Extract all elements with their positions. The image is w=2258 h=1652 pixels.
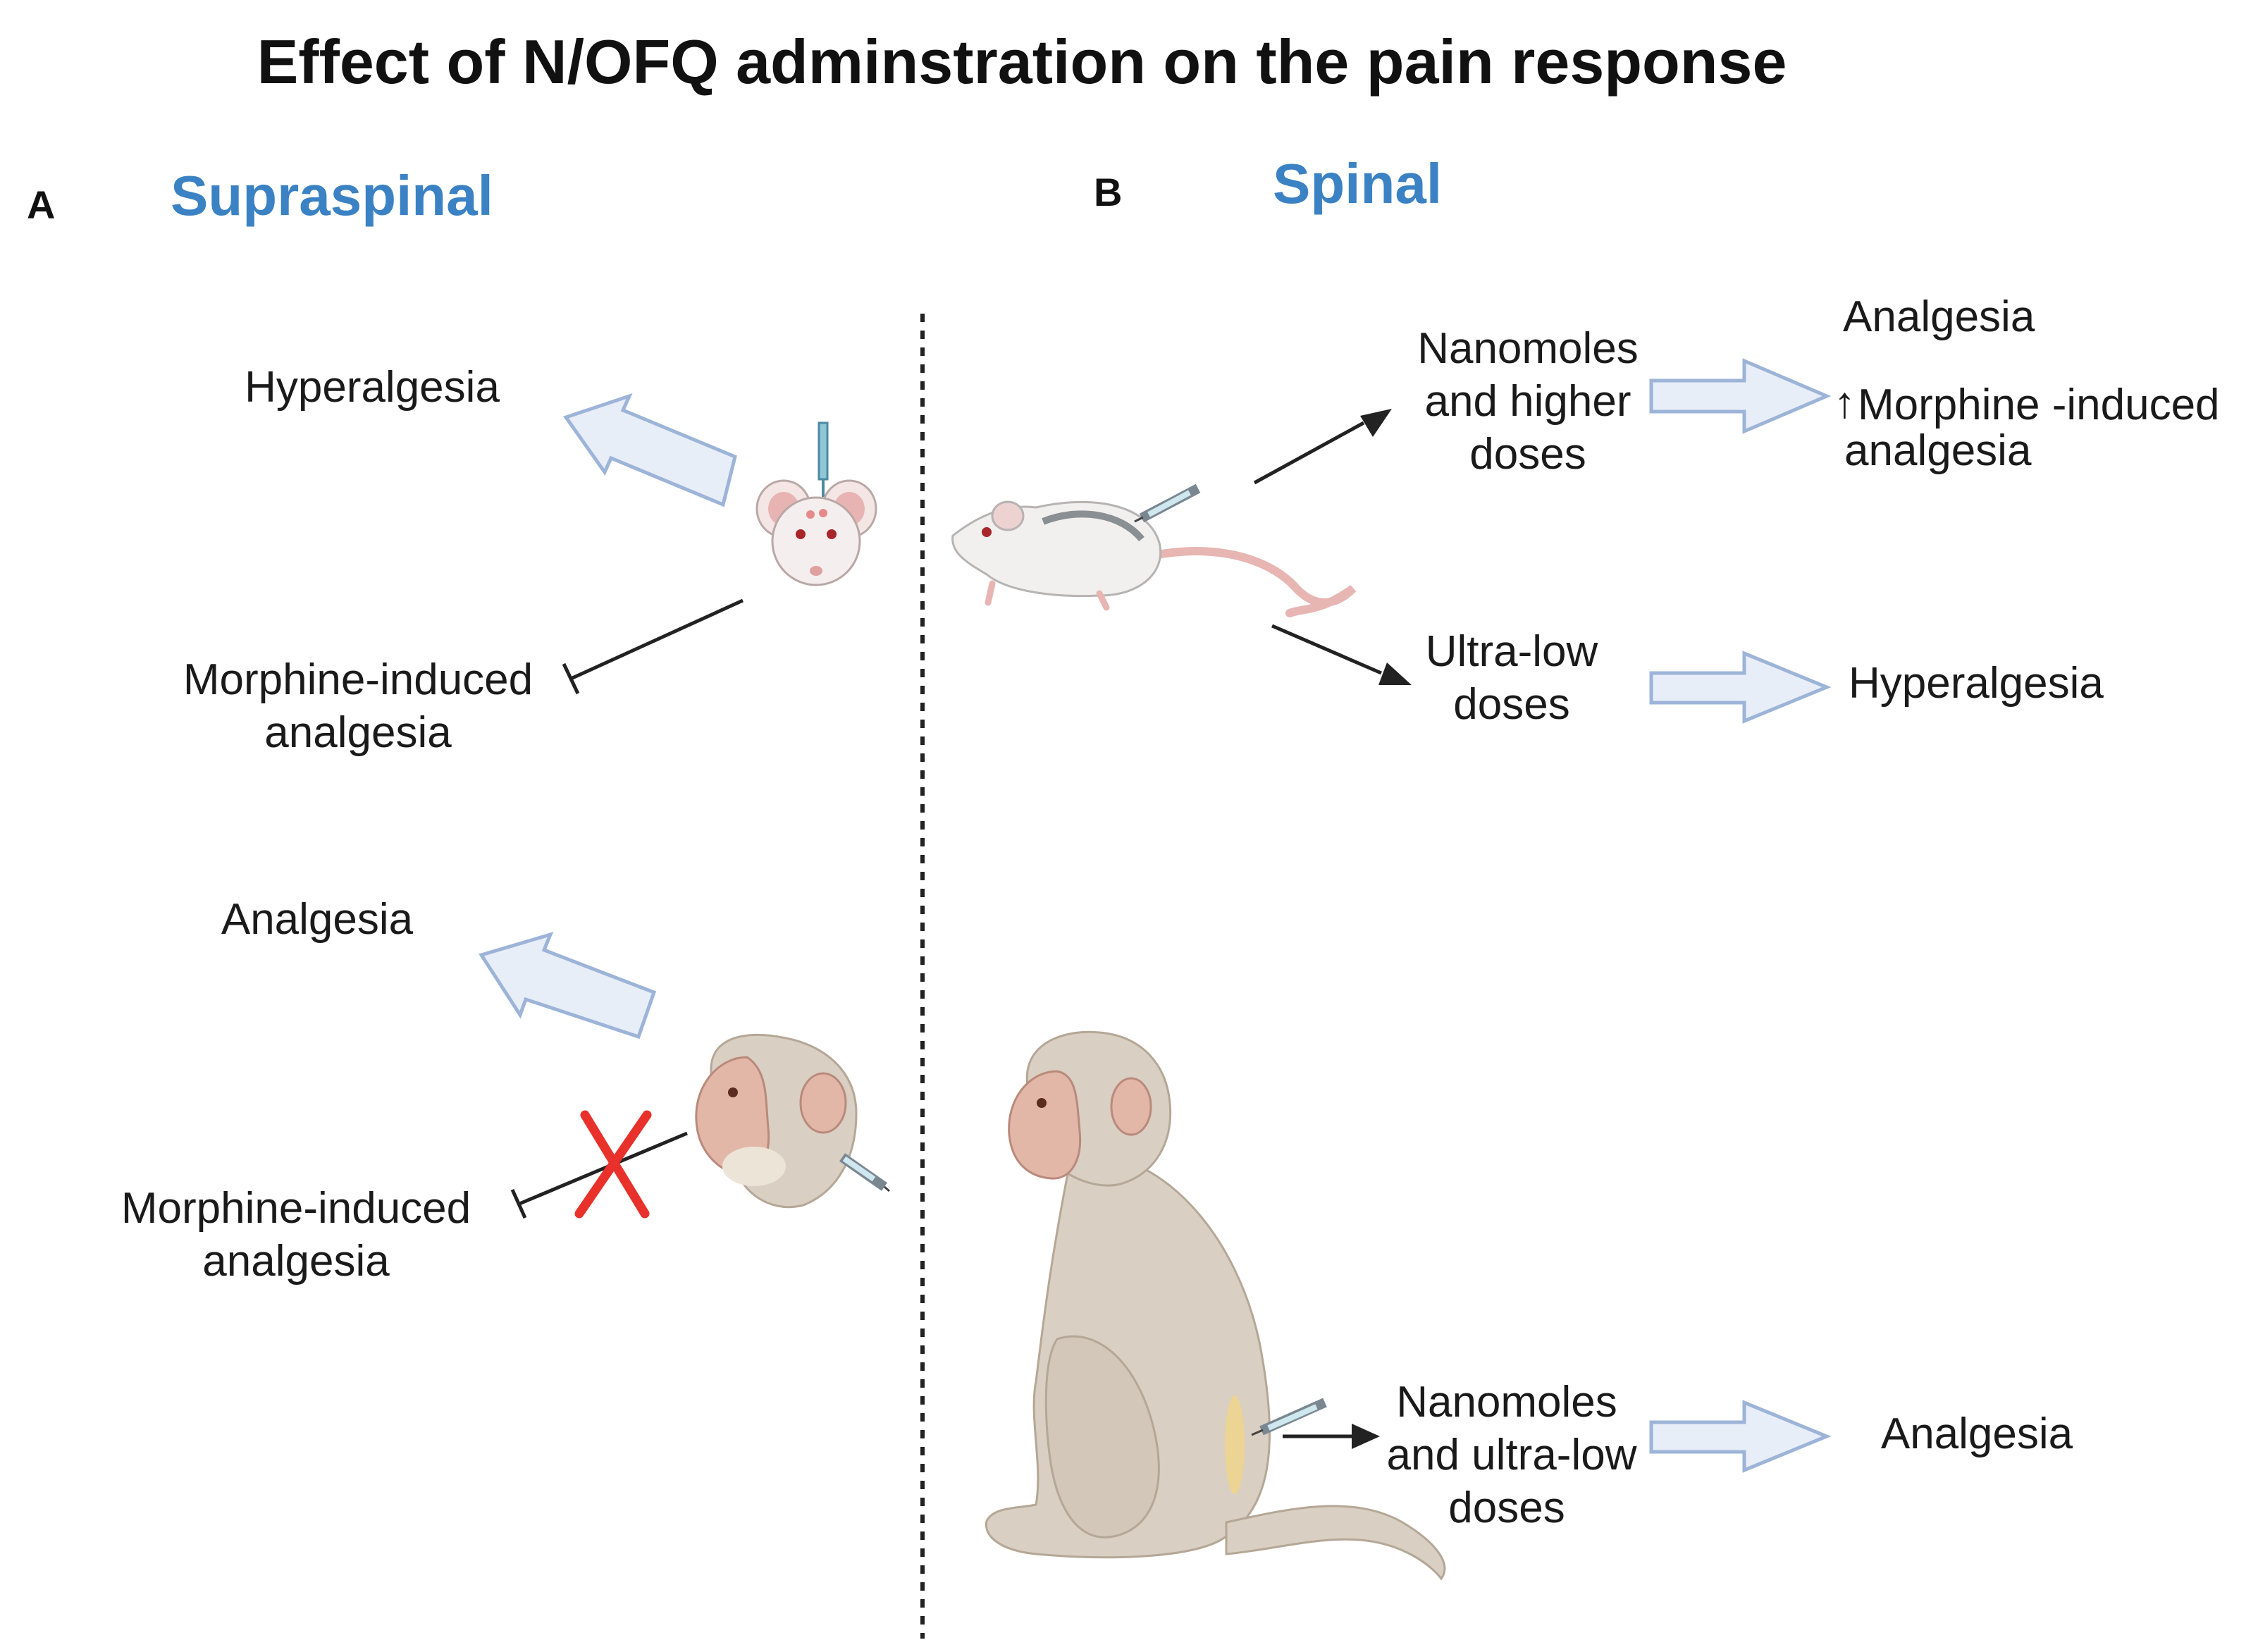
panel-a-letter: A [27,183,55,227]
rat-icon [951,500,1357,617]
supraspinal-primate-effect-label: Analgesia [221,895,414,944]
mouse-head-icon [755,421,877,586]
spinal-primate-effect-arrow [1649,1400,1832,1473]
monkey-body-icon [985,1030,1446,1581]
spinal-rodent-high-effect-label: Analgesia [1843,292,2035,341]
supraspinal-primate-effect-arrow [479,932,657,1040]
supraspinal-primate-inhibition-line [519,1131,688,1206]
panel-b-letter: B [1094,170,1122,214]
spinal-rodent-low-effect-label: Hyperalgesia [1849,659,2104,708]
syringe-icon [839,1153,890,1192]
spinal-primate-dose-arrowhead [1352,1424,1380,1449]
spinal-rodent-high-effect-label-2a: Morphine -induced [1858,381,2220,429]
spinal-primate-dose-label-1: Nanomoles [1396,1378,1617,1426]
supraspinal-primate-not-blocked-label-1: Morphine-induced [121,1184,471,1233]
monkey-head-icon [695,1033,858,1209]
supraspinal-rodent-effect-arrow [563,393,737,507]
supraspinal-primate-not-blocked-label-2: analgesia [202,1237,390,1286]
spinal-rodent-high-effect-arrow [1649,358,1832,434]
spinal-rodent-high-dose-label-3: doses [1469,430,1586,479]
panel-b-title: Spinal [1273,152,1442,215]
supraspinal-primate-inhibition-bar [510,1188,527,1219]
supraspinal-rodent-blocked-label-1: Morphine-induced [183,655,533,704]
panel-a-title: Supraspinal [171,164,493,227]
supraspinal-rodent-inhibition-bar [562,662,580,695]
spinal-rodent-low-dose-label-1: Ultra-low [1426,627,1598,676]
syringe-icon [1134,483,1201,523]
spinal-primate-dose-label-3: doses [1448,1484,1565,1532]
syringe-icon [1251,1398,1327,1436]
supraspinal-rodent-effect-label: Hyperalgesia [245,363,500,412]
spinal-rodent-up-arrow: ↑ [1834,378,1856,427]
spinal-primate-dose-label-2: and ultra-low [1387,1431,1637,1479]
cross-icon [574,1110,652,1219]
spinal-rodent-low-dose-label-2: doses [1453,680,1569,729]
supraspinal-rodent-inhibition-line [569,598,744,681]
spinal-rodent-low-dose-arrow-line [1271,624,1382,675]
spinal-primate-effect-label: Analgesia [1881,1410,2073,1458]
supraspinal-rodent-blocked-label-2: analgesia [264,708,452,757]
spinal-rodent-high-dose-arrowhead [1360,409,1392,437]
spinal-rodent-high-dose-label-2: and higher [1424,377,1631,426]
spinal-rodent-low-dose-arrowhead [1378,662,1412,685]
spinal-rodent-high-dose-arrow-line [1253,421,1365,485]
spinal-rodent-high-dose-label-1: Nanomoles [1417,324,1639,373]
spinal-rodent-high-effect-label-2b: analgesia [1844,426,2032,475]
figure-title: Effect of N/OFQ adminstration on the pai… [257,27,1787,97]
spinal-rodent-low-effect-arrow [1649,651,1832,724]
